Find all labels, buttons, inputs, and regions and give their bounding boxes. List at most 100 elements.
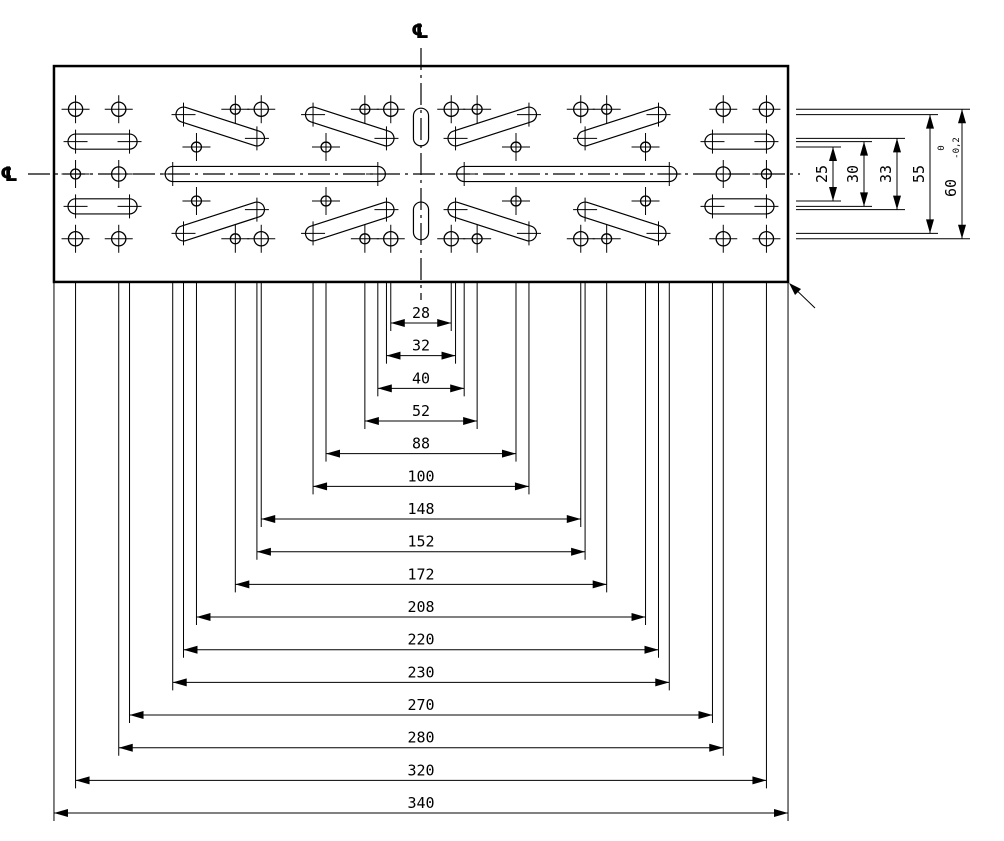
dimension-arrowhead	[631, 613, 646, 622]
plate-geometry	[28, 48, 816, 309]
dimension-arrowhead	[893, 138, 901, 153]
dimension-230: 230	[172, 281, 670, 691]
dimension-arrowhead	[893, 195, 901, 210]
dimension-arrowhead	[183, 645, 198, 654]
diagonal-slot	[175, 201, 265, 242]
dimension-arrowhead	[364, 417, 379, 426]
dimension-arrowhead	[655, 678, 670, 687]
dimension-220: 220	[183, 281, 659, 658]
dimension-arrowhead	[390, 319, 405, 327]
dimension-340: 340	[53, 281, 789, 822]
dimension-32: 32	[385, 281, 457, 364]
dimension-arrowhead	[926, 219, 934, 234]
centerline-symbol-vertical: ℄	[411, 19, 429, 43]
dimension-arrowhead	[644, 645, 659, 654]
diagonal-slot	[304, 201, 395, 242]
dimension-label: 60	[942, 179, 960, 197]
dimension-100: 100	[312, 281, 530, 495]
diagonal-slot	[577, 201, 667, 242]
dimension-arrowhead	[441, 351, 456, 360]
dimension-arrowhead	[261, 515, 276, 524]
dimension-arrowhead	[829, 186, 837, 201]
dimension-arrowhead	[377, 384, 392, 393]
dimension-55: 55	[796, 114, 938, 234]
dimension-label: 148	[407, 500, 434, 518]
dimension-arrowhead	[463, 417, 478, 426]
dimension-arrowhead	[571, 547, 586, 556]
dimension-30: 30	[796, 141, 872, 207]
dimension-148: 148	[260, 281, 582, 528]
centerline-symbol-horizontal: ℄	[0, 162, 18, 186]
dimension-label: 25	[813, 165, 831, 183]
dimension-88: 88	[325, 281, 517, 462]
dimension-label: 30	[844, 165, 862, 183]
dimension-40: 40	[377, 281, 465, 397]
dimension-label: 280	[407, 729, 434, 747]
dimension-arrowhead	[860, 192, 868, 207]
dimension-arrowhead	[592, 580, 607, 589]
dimension-arrowhead	[501, 449, 516, 458]
dimension-label: 32	[412, 337, 430, 355]
dimension-arrowhead	[566, 515, 581, 524]
dimension-arrowhead	[514, 482, 529, 491]
dimension-label: 152	[407, 533, 434, 551]
dimension-arrowhead	[450, 384, 465, 393]
dimension-arrowhead	[235, 580, 250, 589]
dimension-28: 28	[390, 281, 452, 331]
dimension-label: 270	[407, 696, 434, 714]
dimension-arrowhead	[53, 809, 68, 818]
dimension-arrowhead	[326, 449, 341, 458]
dimension-label: 55	[910, 165, 928, 183]
diagonal-slot	[304, 106, 395, 147]
diagonal-slot	[447, 106, 538, 147]
dimension-label: 172	[407, 565, 434, 583]
dimension-60: 600-0,2	[796, 108, 970, 240]
dimension-arrowhead	[774, 809, 789, 818]
dimension-arrowhead	[129, 711, 144, 720]
dimension-label: 320	[407, 761, 434, 779]
tolerance-lower: -0,2	[952, 137, 962, 159]
diagonal-slot	[577, 106, 667, 147]
dimension-arrowhead	[196, 613, 211, 622]
dimension-label: 208	[407, 598, 434, 616]
leader-arrowhead	[789, 282, 802, 295]
horizontal-dimensions: 28 32 40 52 88 100 148 152 172 208 220 230 270 280 320…	[53, 281, 789, 822]
dimension-25: 25	[796, 146, 841, 202]
dimension-arrowhead	[386, 351, 401, 360]
vertical-slot	[412, 107, 430, 147]
dimension-arrowhead	[958, 109, 966, 124]
dimension-arrowhead	[698, 711, 713, 720]
dimension-label: 220	[407, 631, 434, 649]
dimension-270: 270	[129, 281, 713, 724]
dimension-arrowhead	[958, 224, 966, 239]
dimension-arrowhead	[118, 743, 133, 752]
dimension-label: 52	[412, 402, 430, 420]
dimension-arrowhead	[172, 678, 187, 687]
dimension-label: 230	[407, 663, 434, 681]
dimension-arrowhead	[926, 114, 934, 129]
diagonal-slot	[447, 201, 538, 242]
dimension-320: 320	[75, 281, 767, 789]
dimension-arrowhead	[752, 776, 767, 785]
dimension-280: 280	[118, 281, 724, 756]
dimension-label: 100	[407, 467, 434, 485]
dimension-208: 208	[195, 281, 647, 626]
dimension-172: 172	[234, 281, 608, 593]
dimension-label: 28	[412, 304, 430, 322]
dimension-52: 52	[364, 281, 478, 430]
diagonal-slot	[175, 106, 265, 147]
dimension-arrowhead	[709, 743, 724, 752]
dimension-arrowhead	[860, 141, 868, 156]
dimension-33: 33	[796, 137, 905, 211]
dimension-label: 33	[877, 165, 895, 183]
dimension-label: 40	[412, 369, 430, 387]
dimension-arrowhead	[75, 776, 90, 785]
dimension-arrowhead	[313, 482, 328, 491]
dimension-label: 88	[412, 435, 430, 453]
dimension-arrowhead	[437, 319, 452, 327]
dimension-152: 152	[256, 281, 586, 560]
dimension-arrowhead	[829, 147, 837, 162]
dimension-arrowhead	[256, 547, 271, 556]
